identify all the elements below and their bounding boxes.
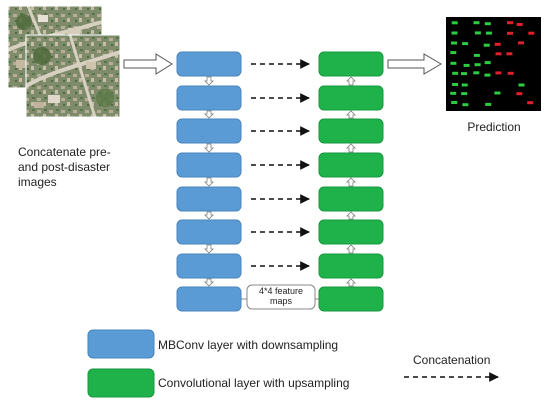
prediction-pixel (518, 41, 524, 45)
legend-conv-swatch (87, 368, 155, 398)
encoder-column (176, 51, 242, 312)
encoder-down-arrow (204, 76, 214, 86)
prediction-map (446, 17, 541, 111)
prediction-pixel (474, 31, 481, 35)
prediction-pixel (473, 53, 480, 57)
flow-arrows (204, 76, 356, 300)
prediction-pixel (451, 41, 457, 45)
prediction-pixel (450, 91, 457, 95)
prediction-pixel (451, 31, 458, 35)
prediction-pixel (485, 102, 492, 106)
decoder-block (318, 286, 384, 312)
prediction-pixel (507, 31, 513, 35)
input-caption: Concatenate pre- and post-disaster image… (18, 145, 111, 189)
prediction-pixel (495, 52, 502, 56)
bottleneck-box (246, 284, 316, 310)
decoder-up-arrow (346, 211, 356, 220)
decoder-block (318, 186, 384, 212)
prediction-pixel (485, 31, 492, 35)
prediction-pixel (452, 83, 459, 86)
prediction-pixel (462, 42, 469, 46)
prediction-pixel (461, 83, 468, 87)
prediction-caption: Prediction (467, 120, 521, 134)
decoder-block (318, 253, 384, 279)
prediction-pixel (463, 63, 470, 67)
prediction-pixel (484, 73, 491, 77)
encoder-down-arrow (204, 244, 214, 254)
encoder-block (176, 186, 242, 212)
prediction-pixel (494, 91, 501, 95)
encoder-down-arrow (204, 278, 214, 287)
encoder-block (176, 51, 242, 77)
encoder-down-arrow (204, 143, 214, 153)
post-disaster-image (26, 35, 120, 117)
prediction-pixel (450, 61, 457, 65)
prediction-pixel (495, 71, 502, 75)
prediction-pixel (516, 23, 523, 26)
encoder-down-arrow (204, 110, 214, 119)
prediction-pixel (461, 72, 467, 76)
encoder-block (176, 118, 242, 144)
prediction-pixel (452, 71, 459, 75)
decoder-block (318, 118, 384, 144)
encoder-block (176, 152, 242, 178)
encoder-block (176, 286, 242, 312)
bottleneck-label: 4*4 feature maps (258, 286, 304, 306)
prediction-pixel (494, 42, 501, 46)
prediction-pixel (518, 83, 525, 87)
decoder-block (318, 152, 384, 178)
decoder-up-arrow (346, 76, 356, 86)
output-arrow (387, 53, 442, 75)
decoder-column (318, 51, 384, 312)
prediction-pixel (484, 22, 491, 26)
encoder-block (176, 85, 242, 111)
decoder-up-arrow (346, 177, 356, 187)
decoder-block (318, 51, 384, 77)
prediction-pixel (451, 101, 458, 104)
prediction-pixel (462, 103, 469, 107)
prediction-pixel (474, 63, 481, 67)
prediction-pixel (473, 21, 480, 25)
prediction-pixel (527, 101, 534, 105)
encoder-block (176, 219, 242, 245)
prediction-pixel (473, 71, 480, 75)
prediction-pixel (516, 92, 523, 96)
prediction-pixel (507, 21, 513, 25)
prediction-pixel (506, 52, 513, 56)
decoder-up-arrow (346, 278, 356, 287)
prediction-pixel (484, 61, 491, 65)
decoder-up-arrow (346, 244, 356, 254)
skip-connections (251, 59, 310, 271)
input-arrow (123, 53, 173, 75)
decoder-block (318, 219, 384, 245)
encoder-block (176, 253, 242, 279)
decoder-up-arrow (346, 143, 356, 153)
prediction-pixel (528, 31, 535, 35)
prediction-pixel (451, 21, 458, 25)
legend-mbconv-label: MBConv layer with downsampling (158, 338, 339, 352)
prediction-pixel (483, 43, 490, 47)
prediction-pixel (450, 51, 457, 55)
prediction-pixel (461, 92, 468, 96)
legend-mbconv-swatch (87, 329, 155, 359)
decoder-up-arrow (346, 110, 356, 119)
decoder-block (318, 85, 384, 111)
legend-concat-label: Concatenation (413, 353, 491, 367)
legend-conv-label: Convolutional layer with upsampling (158, 376, 350, 390)
prediction-pixel (507, 71, 514, 75)
encoder-down-arrow (204, 211, 214, 220)
encoder-down-arrow (204, 177, 214, 187)
